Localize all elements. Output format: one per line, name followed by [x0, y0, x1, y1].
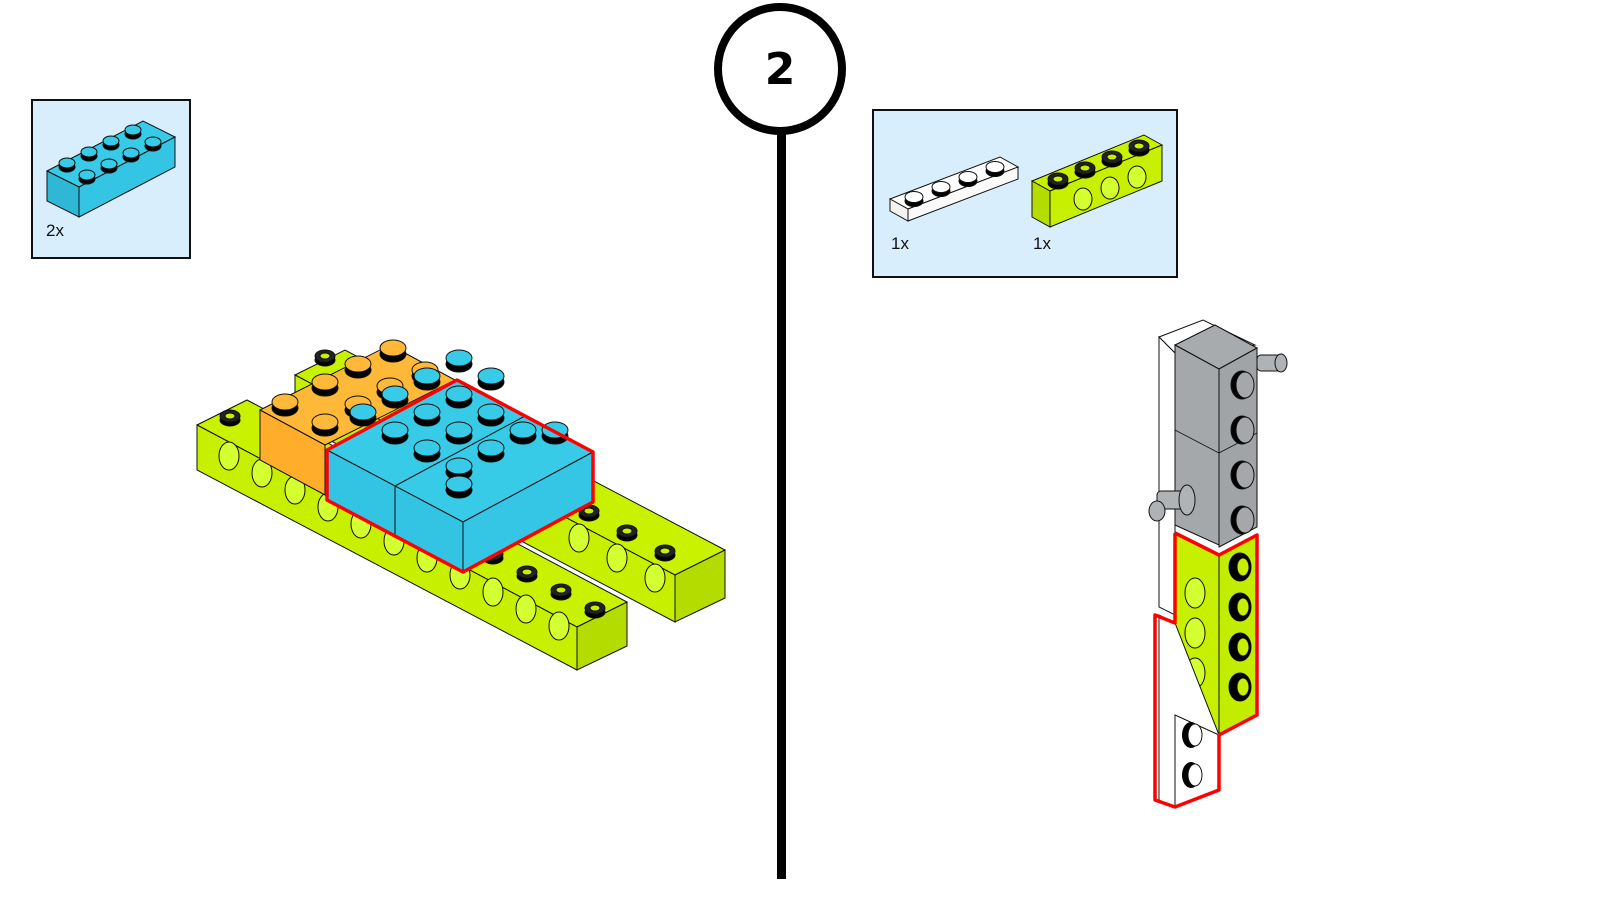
parts-callout-right: 1x 1x: [872, 109, 1178, 278]
technic-pin-left: [1148, 484, 1196, 522]
right-assembly-illustration: [1148, 319, 1288, 809]
part-quantity: 1x: [1033, 234, 1051, 253]
lime-1x4-technic-beam-icon: [1030, 134, 1164, 228]
white-1x4-plate-icon: [888, 156, 1020, 222]
azure-bricks-new: [325, 349, 595, 574]
step-number-badge: 2: [714, 3, 846, 135]
azure-2x4-brick-icon: [45, 120, 177, 218]
step-number: 2: [764, 43, 796, 95]
part-quantity: 1x: [891, 234, 909, 253]
white-plate-lower: [1158, 614, 1220, 808]
new-part-highlight: [1153, 531, 1259, 809]
gray-beam: [1148, 324, 1288, 548]
technic-pin-right: [1256, 353, 1288, 373]
new-part-highlight: [325, 378, 595, 574]
part-quantity: 2x: [46, 221, 64, 240]
step-divider-line: [777, 133, 786, 879]
parts-callout-left: 2x: [31, 99, 191, 259]
left-assembly-illustration: [195, 339, 727, 671]
